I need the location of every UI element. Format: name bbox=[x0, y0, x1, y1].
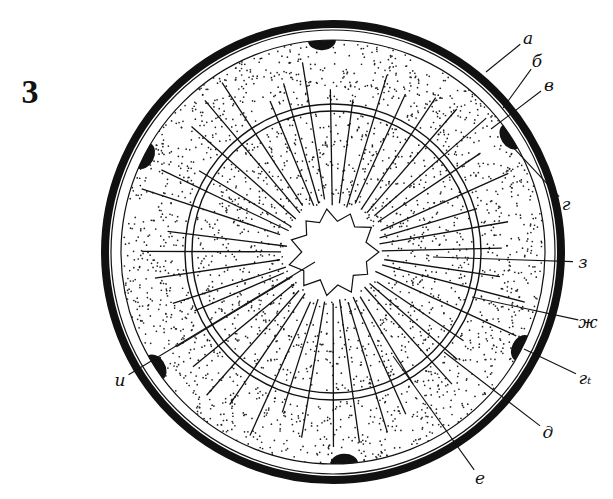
figure-number: 3 bbox=[22, 75, 39, 109]
part-letter: а bbox=[523, 30, 533, 47]
part-letter: ж bbox=[578, 314, 597, 331]
part-letter: г bbox=[562, 196, 571, 213]
white-band bbox=[115, 34, 551, 470]
part-letter: д bbox=[543, 424, 554, 441]
strand-patches bbox=[129, 30, 537, 475]
part-letter: з bbox=[578, 254, 587, 271]
stipple bbox=[123, 43, 542, 463]
part-letter: гₜ bbox=[579, 370, 592, 387]
part-letter: е bbox=[475, 470, 485, 487]
part-letter: б bbox=[532, 53, 542, 70]
pith bbox=[289, 209, 379, 295]
part-letter: и bbox=[115, 372, 126, 389]
rays bbox=[142, 62, 525, 447]
part-letter: в bbox=[544, 77, 554, 94]
leader-lines bbox=[129, 44, 579, 470]
rings bbox=[105, 24, 561, 480]
